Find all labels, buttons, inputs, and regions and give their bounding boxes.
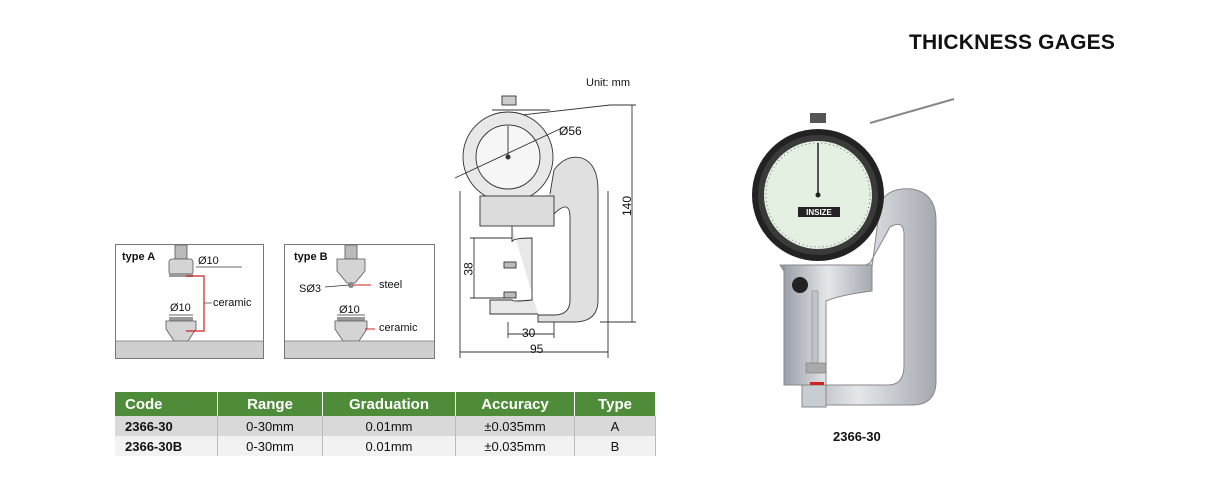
cell-code: 2366-30B: [115, 436, 218, 456]
cell-graduation: 0.01mm: [322, 416, 456, 436]
brand-logo: INSIZE: [806, 208, 832, 217]
type-b-diagram: type B SØ3 steel Ø10 ceramic: [284, 244, 435, 359]
cell-type: A: [574, 416, 656, 436]
type-a-top-dia: Ø10: [198, 255, 219, 267]
technical-drawing: [454, 95, 636, 358]
dim-dial-dia: Ø56: [559, 124, 582, 138]
dim-height: 140: [620, 195, 635, 217]
cell-code: 2366-30: [115, 416, 218, 436]
cell-graduation: 0.01mm: [322, 436, 456, 456]
spec-table: Code Range Graduation Accuracy Type 2366…: [115, 392, 656, 456]
col-accuracy: Accuracy: [455, 392, 575, 416]
type-b-top-material: steel: [379, 279, 403, 291]
dim-width: 95: [530, 342, 544, 356]
type-b-bottom-dia: Ø10: [339, 304, 360, 316]
cell-type: B: [574, 436, 656, 456]
photo-caption: 2366-30: [833, 429, 881, 444]
type-a-drawing: [116, 245, 263, 358]
cell-accuracy: ±0.035mm: [455, 436, 575, 456]
type-a-diagram: type A Ø10 ceramic Ø10: [115, 244, 264, 359]
type-b-title: type B: [294, 251, 328, 263]
col-type: Type: [574, 392, 656, 416]
type-b-drawing: [285, 245, 434, 358]
table-row: 2366-30B 0-30mm 0.01mm ±0.035mm B: [115, 436, 656, 456]
cell-range: 0-30mm: [217, 436, 323, 456]
dim-anvil-offset: 30: [522, 326, 536, 340]
unit-label: Unit: mm: [586, 77, 630, 89]
type-b-bottom-material: ceramic: [379, 322, 418, 334]
col-code: Code: [115, 392, 218, 416]
cell-range: 0-30mm: [217, 416, 323, 436]
dim-throat: 38: [461, 262, 476, 276]
product-photo: INSIZE: [752, 98, 955, 408]
cell-accuracy: ±0.035mm: [455, 416, 575, 436]
col-range: Range: [217, 392, 323, 416]
page-title: THICKNESS GAGES: [909, 31, 1116, 54]
table-row: 2366-30 0-30mm 0.01mm ±0.035mm A: [115, 416, 656, 436]
col-graduation: Graduation: [322, 392, 456, 416]
type-a-bottom-dia: Ø10: [170, 302, 191, 314]
type-b-sphere: SØ3: [299, 283, 322, 295]
type-a-material: ceramic: [213, 297, 252, 309]
table-header-row: Code Range Graduation Accuracy Type: [115, 392, 656, 416]
type-a-title: type A: [122, 251, 156, 263]
